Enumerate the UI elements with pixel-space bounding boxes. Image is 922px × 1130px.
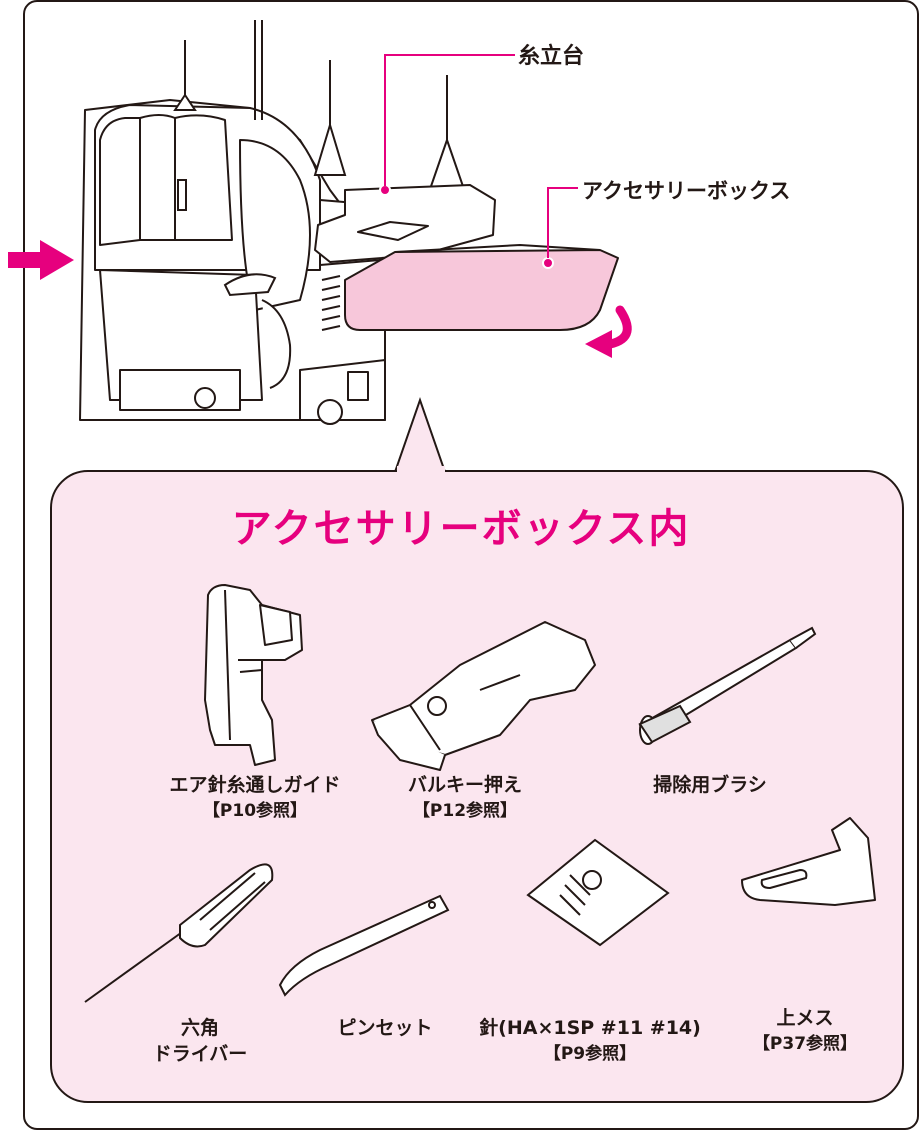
item-reference: 【P12参照】 bbox=[412, 801, 518, 821]
item-reference: 【P37参照】 bbox=[752, 1034, 858, 1054]
serger-machine-illustration bbox=[8, 20, 632, 470]
item-name: バルキー押え bbox=[407, 774, 522, 796]
item-name-line1: 六角 bbox=[180, 1017, 219, 1039]
item-reference: 【P10参照】 bbox=[202, 801, 308, 821]
item-name-line2: ドライバー bbox=[152, 1043, 248, 1065]
accessory-box-label: アクセサリーボックス bbox=[582, 179, 791, 203]
panel-pointer-cover bbox=[397, 466, 445, 476]
rotate-arrow-icon bbox=[585, 305, 632, 358]
thread-stand-label: 糸立台 bbox=[518, 44, 585, 69]
item-name: 掃除用ブラシ bbox=[653, 774, 767, 796]
item-name: 上メス bbox=[776, 1007, 834, 1029]
item-name: 針(HA×1SP #11 #14) bbox=[479, 1017, 701, 1039]
item-name: エア針糸通しガイド bbox=[169, 774, 341, 796]
item-needle: 針(HA×1SP #11 #14) 【P9参照】 bbox=[465, 1015, 715, 1067]
item-tweezers: ピンセット bbox=[310, 1015, 460, 1041]
leader-line-thread-stand bbox=[384, 54, 515, 186]
item-bulky-foot: バルキー押え 【P12参照】 bbox=[380, 772, 550, 824]
item-reference: 【P9参照】 bbox=[543, 1044, 637, 1064]
item-upper-knife: 上メス 【P37参照】 bbox=[730, 1005, 880, 1057]
item-air-threader-guide: エア針糸通しガイド 【P10参照】 bbox=[140, 772, 370, 824]
pointer-arrow-icon bbox=[8, 240, 74, 280]
item-name: ピンセット bbox=[337, 1017, 433, 1039]
item-hex-screwdriver: 六角 ドライバー bbox=[130, 1015, 270, 1067]
thread-stand-plate bbox=[314, 184, 496, 263]
accessory-box-contents-panel bbox=[50, 470, 904, 1103]
leader-line-accessory-box bbox=[547, 187, 578, 258]
panel-pointer bbox=[394, 396, 446, 470]
panel-title: アクセサリーボックス内 bbox=[231, 506, 691, 552]
item-cleaning-brush: 掃除用ブラシ bbox=[625, 772, 795, 798]
accessory-box bbox=[344, 244, 619, 331]
